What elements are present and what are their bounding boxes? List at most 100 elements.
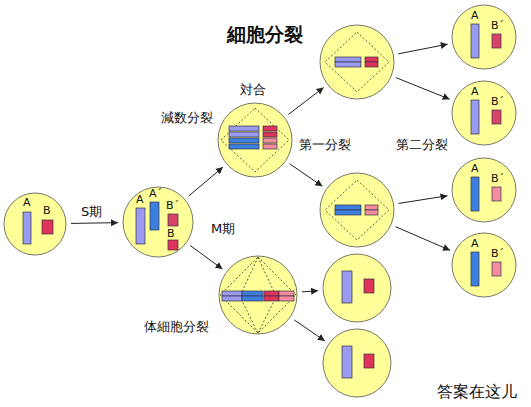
chromosome [471, 24, 479, 58]
cell-membrane [323, 254, 391, 322]
spindle [242, 257, 258, 292]
chromosome [263, 144, 277, 149]
chromosome [335, 210, 361, 215]
cell-outline [319, 172, 395, 248]
cell: 対合 [217, 102, 293, 178]
division-arrow [288, 88, 323, 115]
stage-label: M期 [210, 222, 236, 236]
division-arrow [190, 246, 222, 269]
cell-membrane [320, 173, 394, 247]
gene-label: A [471, 10, 479, 22]
gene-label: A [471, 86, 479, 98]
cell-outline [322, 253, 392, 323]
cell-outline [218, 255, 298, 335]
cell-membrane [452, 5, 516, 69]
division-arrow [294, 320, 325, 341]
chromosome [168, 214, 178, 226]
stage-label: 体細胞分裂 [144, 320, 209, 334]
chromosome [364, 279, 374, 293]
chromosome [365, 62, 378, 67]
cell: 体細胞分裂 [218, 255, 298, 335]
division-arrow [398, 196, 447, 204]
spindle [325, 32, 389, 92]
gene-label: B´ [491, 173, 504, 185]
chromosome [264, 296, 279, 301]
cell [319, 172, 395, 248]
gene-label: A [471, 238, 479, 250]
chromosome [279, 296, 294, 301]
spindle [258, 257, 274, 292]
cell-membrane [452, 158, 516, 222]
chromosome [279, 291, 294, 296]
gene-label: A [23, 197, 31, 209]
cell: A B´ [451, 157, 517, 223]
chromosome [335, 57, 361, 62]
gene-label: B´ [166, 200, 179, 212]
gene-label: A [471, 163, 479, 175]
chromosome [263, 138, 277, 143]
cell: A B´ [451, 232, 517, 298]
chromosome [229, 132, 259, 137]
cell-membrane [452, 81, 516, 145]
gene-label: B´ [491, 96, 504, 108]
cell-membrane [219, 256, 297, 334]
chromosome [492, 34, 501, 48]
gene-label: B´ [491, 248, 504, 260]
chromosome [365, 205, 378, 210]
chromosome [342, 271, 352, 303]
chromosome [492, 110, 501, 124]
chromosome [168, 240, 178, 250]
gene-label: B [167, 228, 175, 240]
cell [322, 253, 392, 323]
chromosome [471, 252, 479, 286]
chromosome [471, 177, 479, 211]
spindle [325, 180, 389, 240]
gene-label: B [43, 205, 51, 217]
chromosome [150, 202, 159, 230]
chromosome [492, 187, 501, 201]
gene-label: A´ [149, 188, 162, 200]
chromosome [471, 100, 479, 134]
cell-outline [451, 157, 517, 223]
chromosome [136, 208, 145, 244]
chromosome [222, 296, 242, 301]
chromosome [264, 291, 279, 296]
chromosome [365, 210, 378, 215]
chromosome [364, 354, 374, 368]
chromosome [365, 57, 378, 62]
cell-membrane [452, 233, 516, 297]
chromosome [242, 296, 263, 301]
cell: A B´ [451, 4, 517, 70]
cell-outline [3, 192, 67, 256]
chromosome [342, 346, 352, 378]
cell-outline [451, 4, 517, 70]
cell-outline [217, 102, 293, 178]
chromosome [42, 220, 53, 234]
division-arrow [290, 164, 323, 186]
division-arrow [398, 44, 447, 54]
cell-outline [451, 80, 517, 146]
chromosome [335, 205, 361, 210]
watermark: 答案在这儿 [436, 383, 518, 401]
cell: A B´ [451, 80, 517, 146]
gene-label: B´ [491, 20, 504, 32]
spindle [220, 257, 296, 333]
division-arrow [302, 291, 318, 292]
cell-membrane [4, 193, 66, 255]
chromosome [492, 262, 501, 276]
cell-outline [451, 232, 517, 298]
cell-membrane [323, 329, 391, 397]
chromosome [229, 144, 259, 149]
gene-label: A [136, 194, 144, 206]
chromosome [222, 291, 242, 296]
cell-outline [322, 328, 392, 398]
spindle [221, 108, 289, 172]
chromosome [335, 62, 361, 67]
chromosome [23, 212, 31, 244]
stage-label: 対合 [240, 83, 266, 97]
chromosome [229, 138, 259, 143]
chromosome [263, 132, 277, 137]
cell [319, 24, 395, 100]
